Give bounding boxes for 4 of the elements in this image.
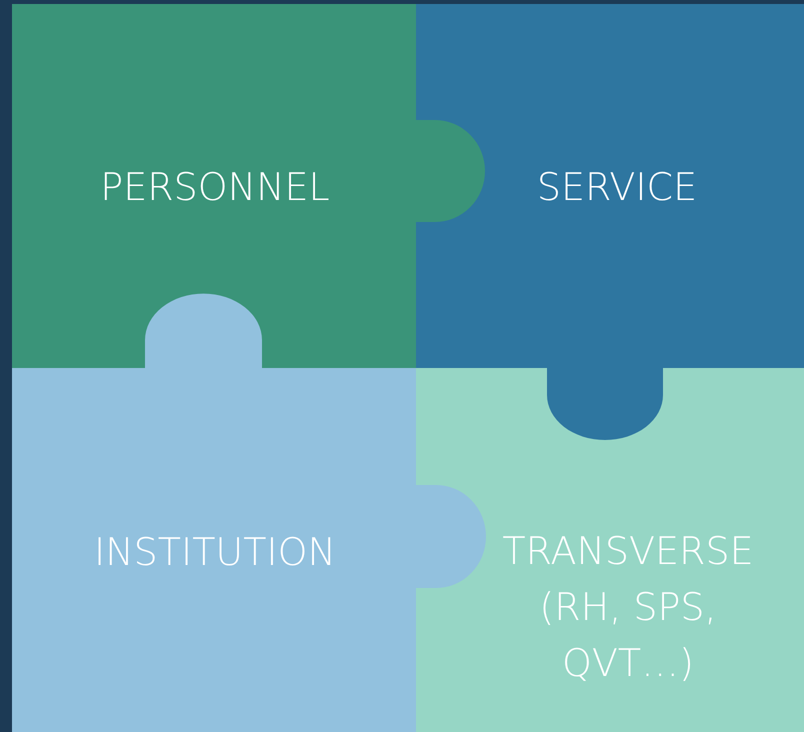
piece-label: SERVICE [536,164,698,211]
piece-label: INSTITUTION [93,529,337,576]
piece-label: PERSONNEL [99,164,331,211]
piece-label: TRANSVERSE (RH, SPS, QVT…) [501,528,755,687]
